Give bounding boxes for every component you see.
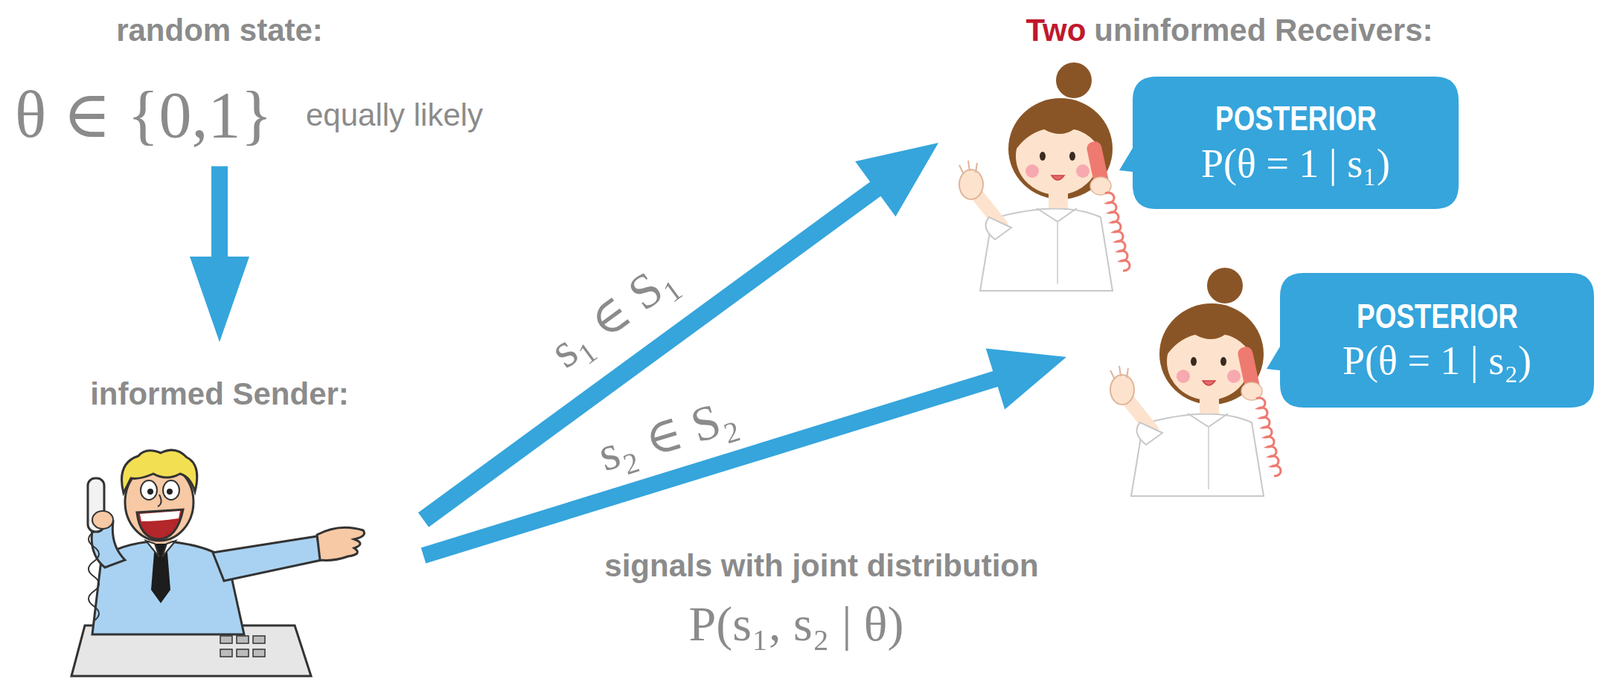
text-holder: uninformed Receivers: <box>1093 13 1433 48</box>
text-holder: POSTERIOR <box>1336 297 1539 336</box>
text-holder: θ ∈ {0,1} <box>14 79 273 152</box>
speech-bubble: POSTERIORP(θ = 1 | s₂) <box>1280 273 1595 408</box>
text-holder: s₁ ∈ S₁ <box>540 250 687 379</box>
speech-bubble-fill <box>1266 273 1595 408</box>
caption-heading: signals with joint distribution <box>604 549 1039 584</box>
text-holder: random state: <box>116 13 323 48</box>
math-text: θ ∈ {0,1} <box>14 79 273 152</box>
receiver-node: POSTERIORP(θ = 1 | s₂) <box>1093 254 1598 515</box>
text-holder: P(s₁, s₂ | θ) <box>689 597 905 652</box>
receiver-illustration <box>959 62 1130 291</box>
bubble-heading: POSTERIOR <box>1356 297 1519 336</box>
section-heading: informed Sender: <box>90 377 350 412</box>
text-holder: equally likely <box>305 98 483 133</box>
speech-bubble: POSTERIOR P(θ = 1 | s₁) <box>1132 76 1459 210</box>
emphasis-word: Two <box>1025 13 1086 48</box>
receiver-node: POSTERIOR P(θ = 1 | s₁) <box>941 58 1463 295</box>
text-holder: s₂ ∈ S₂ <box>592 388 744 483</box>
arrow-connector <box>421 348 1067 564</box>
formula-text: P(θ = 1 | s₂) <box>1342 339 1532 384</box>
text-holder: P(θ = 1 | s₂) <box>1342 339 1532 384</box>
text-holder: signals with joint distribution <box>604 549 1039 584</box>
speech-bubble-fill <box>1119 76 1459 210</box>
edge-label: s₂ ∈ S₂ <box>592 388 744 483</box>
section-heading: random state: <box>116 13 323 48</box>
bubble-heading: POSTERIOR <box>1215 99 1377 138</box>
sender-illustration <box>71 450 365 677</box>
arrow-connector <box>189 165 250 343</box>
text-holder: informed Sender: <box>90 377 350 412</box>
note-text: equally likely <box>305 98 483 133</box>
receiver-illustration <box>1110 267 1281 497</box>
formula-text: P(s₁, s₂ | θ) <box>689 597 905 652</box>
text-group-node: informed Sender: <box>37 360 395 679</box>
section-heading: uninformed Receivers: <box>1093 13 1433 48</box>
text-group-node: random state: θ ∈ {0,1} equally likely <box>11 7 547 158</box>
text-holder: POSTERIOR <box>1195 99 1397 138</box>
text-holder: P(θ = 1 | s₁) <box>1201 142 1391 187</box>
formula-text: P(θ = 1 | s₁) <box>1201 142 1391 187</box>
edge-label: s₁ ∈ S₁ <box>540 250 687 379</box>
text-holder: Two <box>1025 13 1086 48</box>
